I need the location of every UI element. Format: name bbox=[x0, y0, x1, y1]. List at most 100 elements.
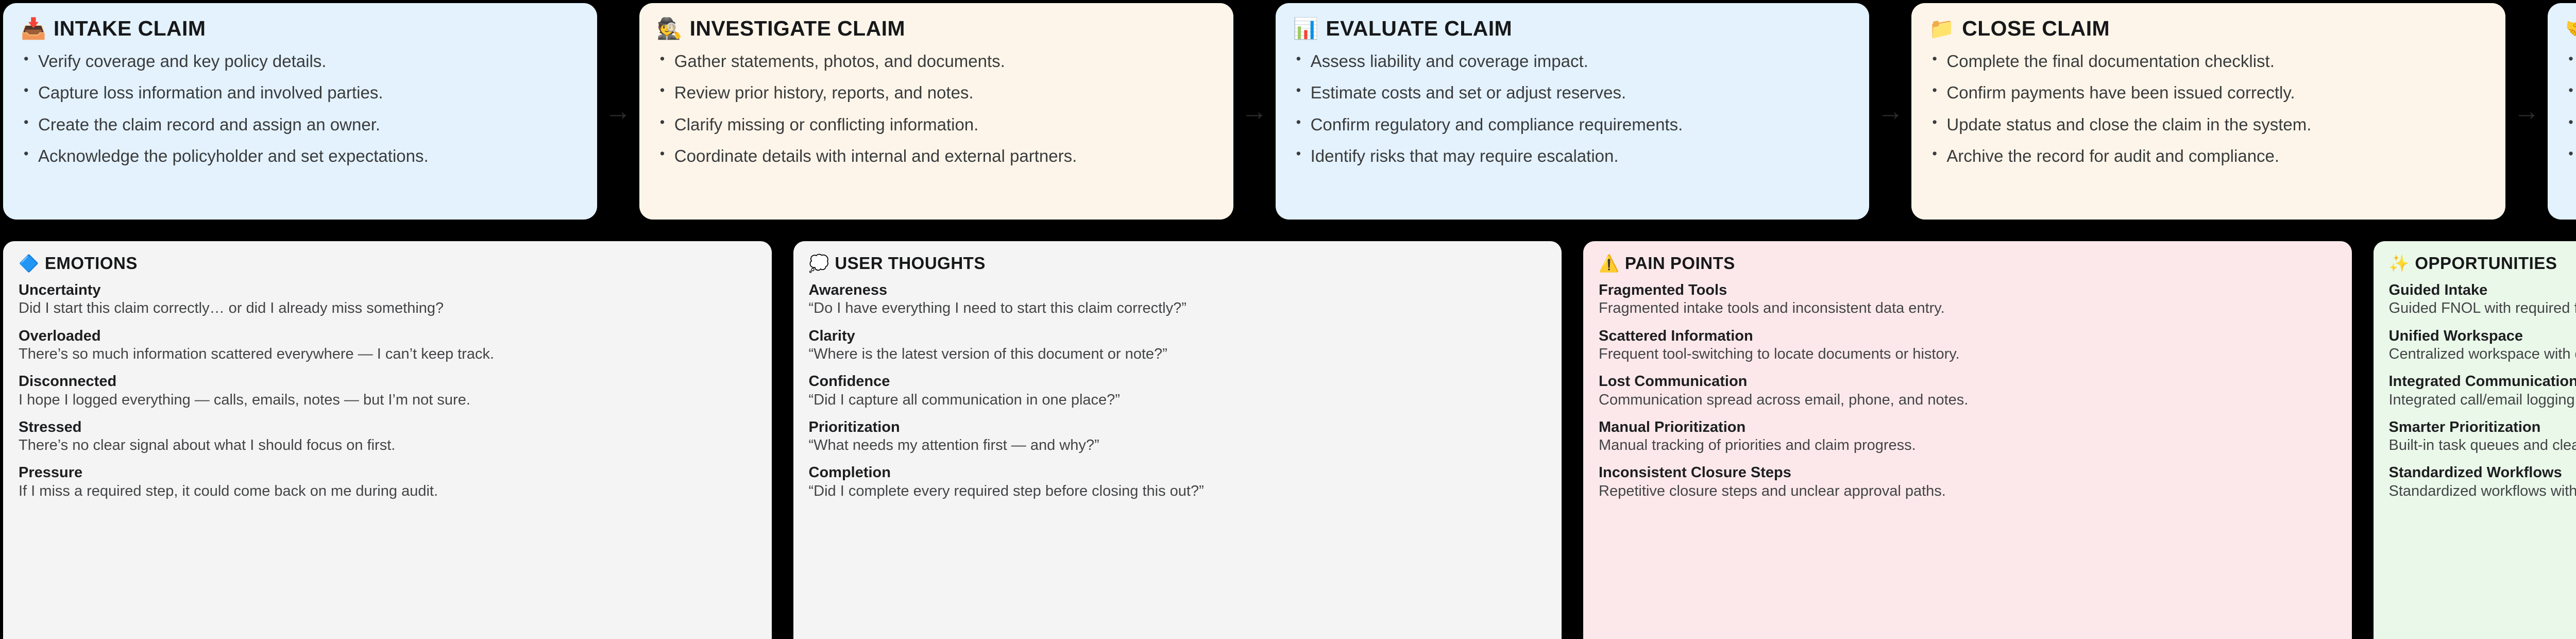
insight-card-user-thoughts[interactable]: 💭 USER THOUGHTS Awareness“Do I have everyt… bbox=[793, 241, 1562, 639]
stage-card-investigate-claim[interactable]: 🕵️INVESTIGATE CLAIMGather statements, ph… bbox=[639, 3, 1233, 220]
stage-bullet-list: Assess liability and coverage impact. Est… bbox=[1293, 52, 1852, 165]
stage-bullet-item: Identify risks that may require escalati… bbox=[1295, 146, 1852, 165]
insight-header: 🔷 EMOTIONS bbox=[19, 254, 756, 273]
stage-bullet-item: Determine appropriate settlement options… bbox=[2567, 52, 2576, 71]
file-folder-icon: 📁 bbox=[1929, 17, 1955, 40]
insight-title: EMOTIONS bbox=[44, 254, 138, 273]
stage-bullet-item: Coordinate details with internal and ext… bbox=[659, 146, 1216, 165]
insight-item-label: Guided Intake bbox=[2388, 282, 2488, 298]
stage-bullet-item: Negotiate with policyholders and partner… bbox=[2567, 83, 2576, 102]
insight-item-label: Prioritization bbox=[808, 418, 900, 435]
stage-card-intake-claim[interactable]: 📥INTAKE CLAIM Verify coverage and key pol… bbox=[3, 3, 597, 220]
insight-item: Awareness“Do I have everything I need to… bbox=[809, 282, 1547, 317]
stage-header: 📁 CLOSE CLAIM bbox=[1929, 16, 2488, 41]
stage-arrow-icon-2: → bbox=[1241, 96, 1268, 126]
insight-item: Clarity“Where is the latest version of t… bbox=[809, 328, 1547, 363]
stage-header: 📥INTAKE CLAIM bbox=[21, 16, 580, 41]
handshake-icon: 🤝 bbox=[2565, 19, 2576, 39]
insight-item-text: “Did I capture all communication in one … bbox=[808, 391, 1120, 408]
blue-diamond-icon: 🔷 bbox=[19, 254, 39, 273]
warning-icon: ⚠️ bbox=[1599, 254, 1619, 273]
stage-bullet-list: Determine appropriate settlement options… bbox=[2565, 52, 2576, 165]
insight-title: OPPORTUNITIES bbox=[2415, 254, 2557, 273]
stage-header: 🤝RESOLVE CLAIM bbox=[2565, 16, 2576, 41]
insight-item: Completion“Did I complete every required… bbox=[809, 464, 1547, 500]
stage-bullet-item: Review prior history, reports, and notes… bbox=[659, 83, 1216, 102]
stage-card-evaluate-claim[interactable]: 📊EVALUATE CLAIMAssess liability and cove… bbox=[1275, 3, 1870, 220]
stage-arrow-icon-1: → bbox=[604, 96, 632, 126]
insight-item-label: Manual Prioritization bbox=[1599, 418, 1746, 435]
insight-item-label: Uncertainty bbox=[19, 282, 101, 298]
stage-bullet-item: Clarify missing or conflicting informati… bbox=[659, 115, 1216, 134]
sparkles-icon: ✨ bbox=[2388, 254, 2410, 273]
insight-item-label: Fragmented Tools bbox=[1599, 282, 1727, 298]
stage-bullet-item: Confirm payments have been issued correc… bbox=[1931, 83, 2488, 102]
insight-item-label: Pressure bbox=[19, 464, 83, 481]
insight-item-text: There’s so much information scattered ev… bbox=[19, 345, 495, 362]
insight-item-label: Smarter Prioritization bbox=[2388, 418, 2541, 435]
insight-item-text: “Did I complete every required step befo… bbox=[808, 482, 1204, 499]
insight-item-text: Repetitive closure steps and unclear app… bbox=[1599, 482, 1946, 499]
insight-header: ✨ OPPORTUNITIES bbox=[2389, 254, 2576, 273]
stage-title: CLOSE CLAIM bbox=[1962, 16, 2110, 40]
insight-item-label: Confidence bbox=[808, 373, 890, 390]
insight-item-label: Overloaded bbox=[19, 327, 101, 344]
insight-item-label: Completion bbox=[808, 464, 891, 481]
insight-item-text: Frequent tool-switching to locate docume… bbox=[1599, 345, 1960, 362]
stage-bullet-item: Secure required approvals for payments a… bbox=[2567, 115, 2576, 134]
insight-title: PAIN POINTS bbox=[1624, 254, 1735, 273]
stage-bullet-list: Gather statements, photos, and documents… bbox=[657, 52, 1216, 165]
insight-item-label: Unified Workspace bbox=[2388, 327, 2523, 344]
stage-bullet-item: Acknowledge the policyholder and set exp… bbox=[23, 146, 580, 165]
bar-chart-icon: 📊 bbox=[1293, 17, 1319, 40]
insight-item-label: Lost Communication bbox=[1599, 373, 1748, 390]
insight-item-text: Guided FNOL with required fields and cle… bbox=[2388, 300, 2576, 317]
insight-item-text: Built-in task queues and clearer signals… bbox=[2388, 437, 2576, 454]
journey-stage-row: 📥INTAKE CLAIM Verify coverage and key pol… bbox=[3, 3, 2576, 220]
insight-item-text: Integrated call/email logging directly i… bbox=[2388, 391, 2576, 408]
insight-item-text: Centralized workspace with documents and… bbox=[2388, 345, 2576, 362]
stage-bullet-item: Verify coverage and key policy details. bbox=[23, 52, 580, 71]
stage-card-close-claim[interactable]: 📁 CLOSE CLAIM Complete the final documenta… bbox=[1911, 3, 2506, 220]
stage-bullet-item: Update status and close the claim in the… bbox=[1931, 115, 2488, 134]
insight-item: Prioritization“What needs my attention f… bbox=[809, 419, 1547, 455]
stage-bullet-item: Assess liability and coverage impact. bbox=[1295, 52, 1852, 71]
insight-item-text: Fragmented intake tools and inconsistent… bbox=[1599, 300, 1945, 317]
detective-icon: 🕵️ bbox=[656, 17, 683, 40]
insight-item-label: Scattered Information bbox=[1599, 327, 1753, 344]
stage-arrow-icon-4: → bbox=[2513, 96, 2540, 126]
insight-item-text: Communication spread across email, phone… bbox=[1599, 391, 1969, 408]
insight-item-label: Awareness bbox=[808, 282, 888, 298]
insight-title: USER THOUGHTS bbox=[835, 254, 986, 273]
insight-item-label: Integrated Communication bbox=[2388, 373, 2576, 390]
insight-item-text: “Where is the latest version of this doc… bbox=[808, 345, 1167, 362]
stage-title: INTAKE CLAIM bbox=[53, 16, 206, 40]
stage-bullet-item: Create the claim record and assign an ow… bbox=[23, 115, 580, 134]
insight-item-label: Standardized Workflows bbox=[2388, 464, 2562, 481]
insight-item-text: Did I start this claim correctly… or did… bbox=[19, 300, 444, 317]
stage-card-resolve-claim[interactable]: 🤝RESOLVE CLAIM Determine appropriate sett… bbox=[2548, 3, 2576, 220]
stage-bullet-item: Estimate costs and set or adjust reserve… bbox=[1295, 83, 1852, 102]
stage-bullet-list: Complete the final documentation checkli… bbox=[1929, 52, 2488, 165]
thought-balloon-icon: 💭 bbox=[808, 254, 829, 273]
insight-item-text: Standardized workflows with predictable … bbox=[2388, 482, 2576, 499]
